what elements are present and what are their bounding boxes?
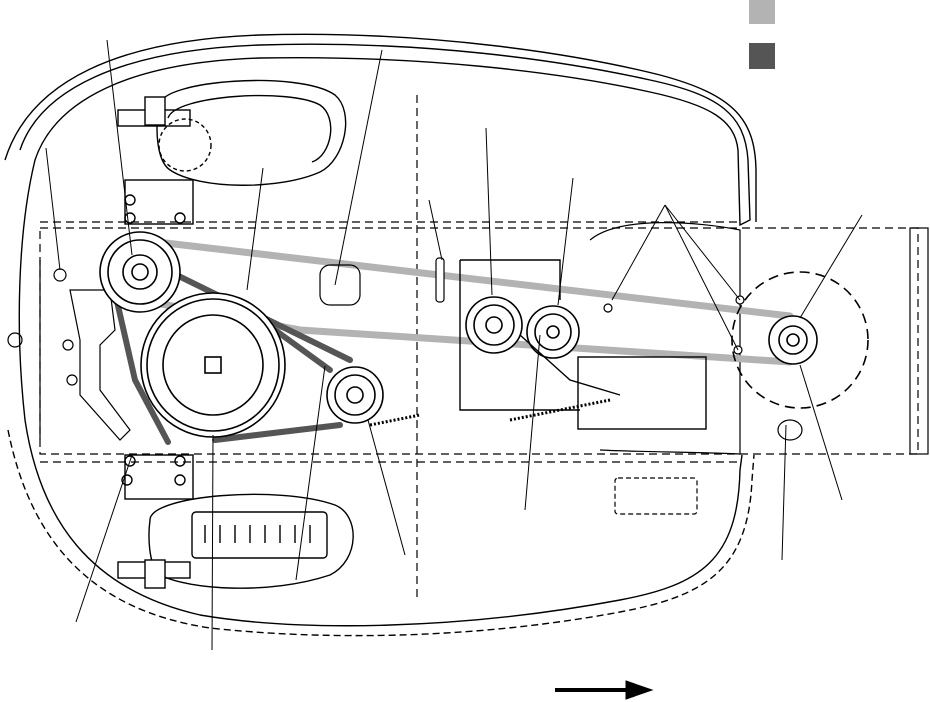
main-drive-pulley	[140, 292, 286, 438]
dark-belt-legend-swatch	[749, 43, 775, 69]
center-idler-pulley	[326, 366, 384, 424]
left-bracket-top	[117, 96, 194, 225]
middle-idler-pulley-2	[526, 305, 580, 359]
leader-lines	[45, 39, 863, 651]
left-bracket-bottom	[117, 454, 194, 589]
lower-chute	[148, 493, 354, 589]
left-spindle-pulley	[99, 231, 181, 313]
deck-housing	[4, 33, 757, 637]
light-belt-legend-swatch	[749, 0, 775, 24]
left-mount-plate	[7, 260, 131, 441]
hardware	[53, 257, 803, 515]
direction-arrow	[555, 680, 654, 700]
upper-chute	[156, 79, 347, 186]
idler-bracket	[369, 259, 707, 430]
right-spindle-pulley	[731, 271, 869, 409]
right-side-plate	[589, 222, 929, 455]
middle-idler-pulley-1	[465, 296, 523, 354]
